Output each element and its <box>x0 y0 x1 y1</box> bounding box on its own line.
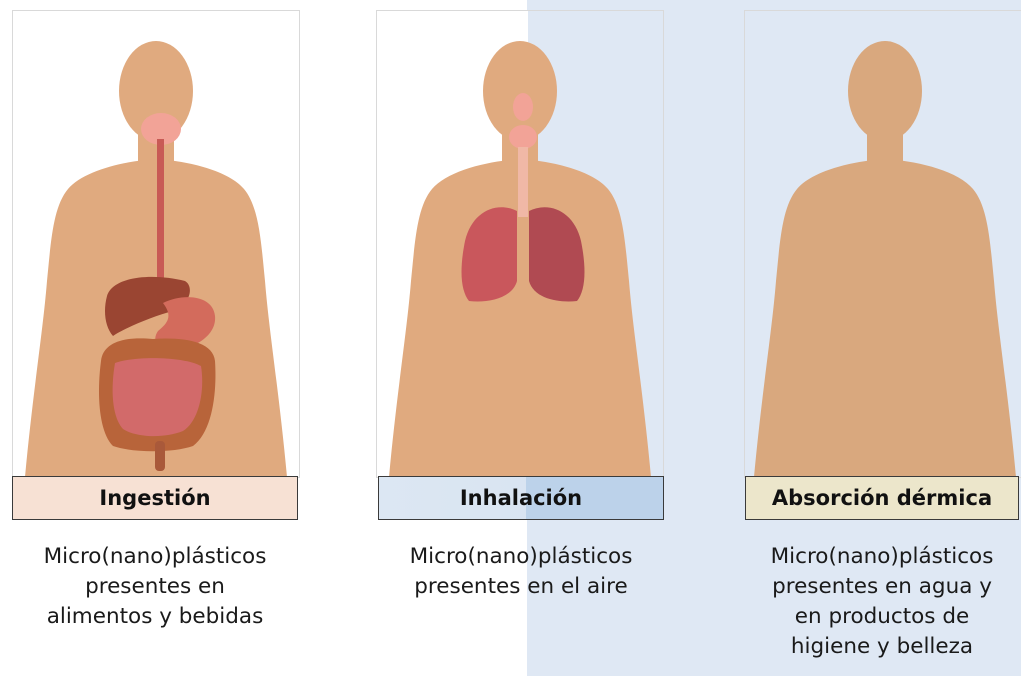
description-line: presentes en agua y <box>744 572 1020 602</box>
ingestion-figure-frame <box>12 10 300 478</box>
description-line: presentes en el aire <box>376 572 666 602</box>
description-line: alimentos y bebidas <box>12 602 298 632</box>
dermal-absorption-label: Absorción dérmica <box>745 476 1019 520</box>
description-line: presentes en <box>12 572 298 602</box>
dermal-absorption-label-text: Absorción dérmica <box>772 486 992 510</box>
inhalation-label-text: Inhalación <box>460 486 582 510</box>
ingestion-label: Ingestión <box>12 476 298 520</box>
description-line: Micro(nano)plásticos <box>12 542 298 572</box>
description-line: Micro(nano)plásticos <box>376 542 666 572</box>
inhalation-description: Micro(nano)plásticos presentes en el air… <box>376 542 666 602</box>
body-skin-icon <box>745 11 1021 477</box>
dermal-figure-frame <box>744 10 1021 478</box>
description-line: en productos de <box>744 602 1020 632</box>
description-line: higiene y belleza <box>744 632 1020 662</box>
body-digestive-icon <box>13 11 299 477</box>
body-silhouette <box>754 41 1016 477</box>
body-respiratory-icon <box>377 11 663 477</box>
ingestion-description: Micro(nano)plásticos presentes en alimen… <box>12 542 298 632</box>
ingestion-label-text: Ingestión <box>99 486 210 510</box>
dermal-absorption-description: Micro(nano)plásticos presentes en agua y… <box>744 542 1020 662</box>
description-line: Micro(nano)plásticos <box>744 542 1020 572</box>
inhalation-label: Inhalación <box>378 476 664 520</box>
inhalation-figure-frame <box>376 10 664 478</box>
